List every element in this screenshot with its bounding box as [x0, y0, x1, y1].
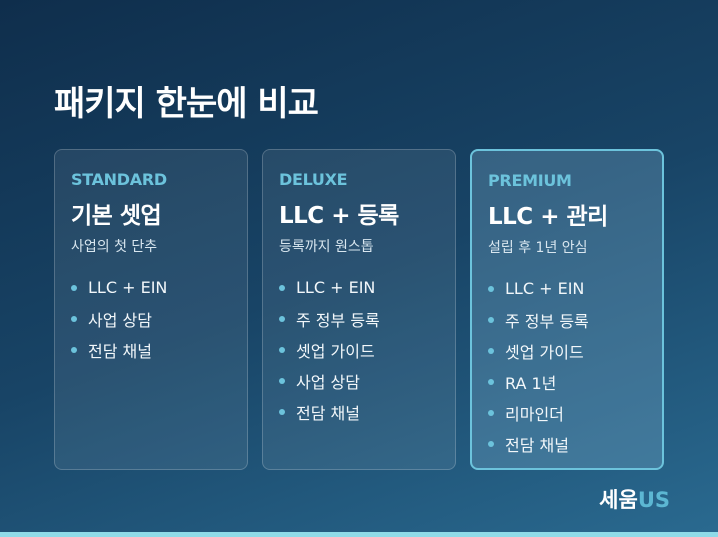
feature-text: 전담 채널: [296, 403, 360, 423]
bullet-icon: [279, 315, 285, 322]
bullet-icon: [488, 316, 494, 323]
feature-item: 주 정부 등록: [279, 303, 439, 334]
feature-text: RA 1년: [505, 373, 557, 393]
feature-text: 셋업 가이드: [505, 342, 584, 362]
feature-item: 사업 상담: [71, 303, 231, 334]
feature-item: 리마인더: [488, 397, 646, 428]
package-card-deluxe: DELUXE LLC + 등록 등록까지 원스톱 LLC + EIN 주 정부 등록…: [262, 149, 456, 470]
bullet-icon: [279, 408, 285, 415]
feature-item: LLC + EIN: [279, 272, 439, 303]
feature-text: 리마인더: [505, 404, 564, 424]
feature-text: LLC + EIN: [88, 278, 168, 297]
feature-item: 전담 채널: [279, 396, 439, 427]
bullet-icon: [488, 440, 494, 447]
package-subtitle: 사업의 첫 단추: [71, 239, 158, 255]
feature-text: LLC + EIN: [505, 279, 585, 298]
logo-main: 세움: [599, 488, 638, 512]
bullet-icon: [279, 284, 285, 291]
feature-item: 셋업 가이드: [488, 335, 646, 366]
feature-item: 사업 상담: [279, 365, 439, 396]
package-name: 기본 셋업: [71, 203, 162, 229]
feature-text: 전담 채널: [505, 435, 569, 455]
feature-text: 사업 상담: [296, 372, 360, 392]
feature-item: LLC + EIN: [71, 272, 231, 303]
bullet-icon: [279, 377, 285, 384]
feature-text: 사업 상담: [88, 310, 152, 330]
feature-item: RA 1년: [488, 366, 646, 397]
tier-label: DELUXE: [279, 170, 348, 189]
package-card-premium: PREMIUM LLC + 관리 설립 후 1년 안심 LLC + EIN 주 정부…: [470, 149, 664, 470]
feature-text: 전담 채널: [88, 341, 152, 361]
package-subtitle: 설립 후 1년 안심: [488, 240, 588, 256]
feature-text: LLC + EIN: [296, 278, 376, 297]
package-subtitle: 등록까지 원스톱: [279, 239, 374, 255]
feature-item: LLC + EIN: [488, 273, 646, 304]
logo-accent: US: [637, 488, 670, 512]
feature-text: 주 정부 등록: [296, 310, 380, 330]
feature-item: 주 정부 등록: [488, 304, 646, 335]
tier-label: STANDARD: [71, 170, 167, 189]
tier-label: PREMIUM: [488, 171, 572, 190]
package-name: LLC + 등록: [279, 203, 399, 229]
bullet-icon: [488, 347, 494, 354]
page-title: 패키지 한눈에 비교: [54, 84, 319, 124]
feature-text: 셋업 가이드: [296, 341, 375, 361]
feature-item: 셋업 가이드: [279, 334, 439, 365]
bullet-icon: [279, 346, 285, 353]
bullet-icon: [488, 378, 494, 385]
bullet-icon: [71, 346, 77, 353]
bullet-icon: [71, 315, 77, 322]
bullet-icon: [488, 409, 494, 416]
bullet-icon: [488, 285, 494, 292]
feature-item: 전담 채널: [71, 334, 231, 365]
package-name: LLC + 관리: [488, 204, 608, 230]
bullet-icon: [71, 284, 77, 291]
brand-logo: 세움US: [599, 484, 670, 514]
bottom-stripe: [0, 532, 718, 537]
feature-text: 주 정부 등록: [505, 311, 589, 331]
feature-item: 전담 채널: [488, 428, 646, 459]
